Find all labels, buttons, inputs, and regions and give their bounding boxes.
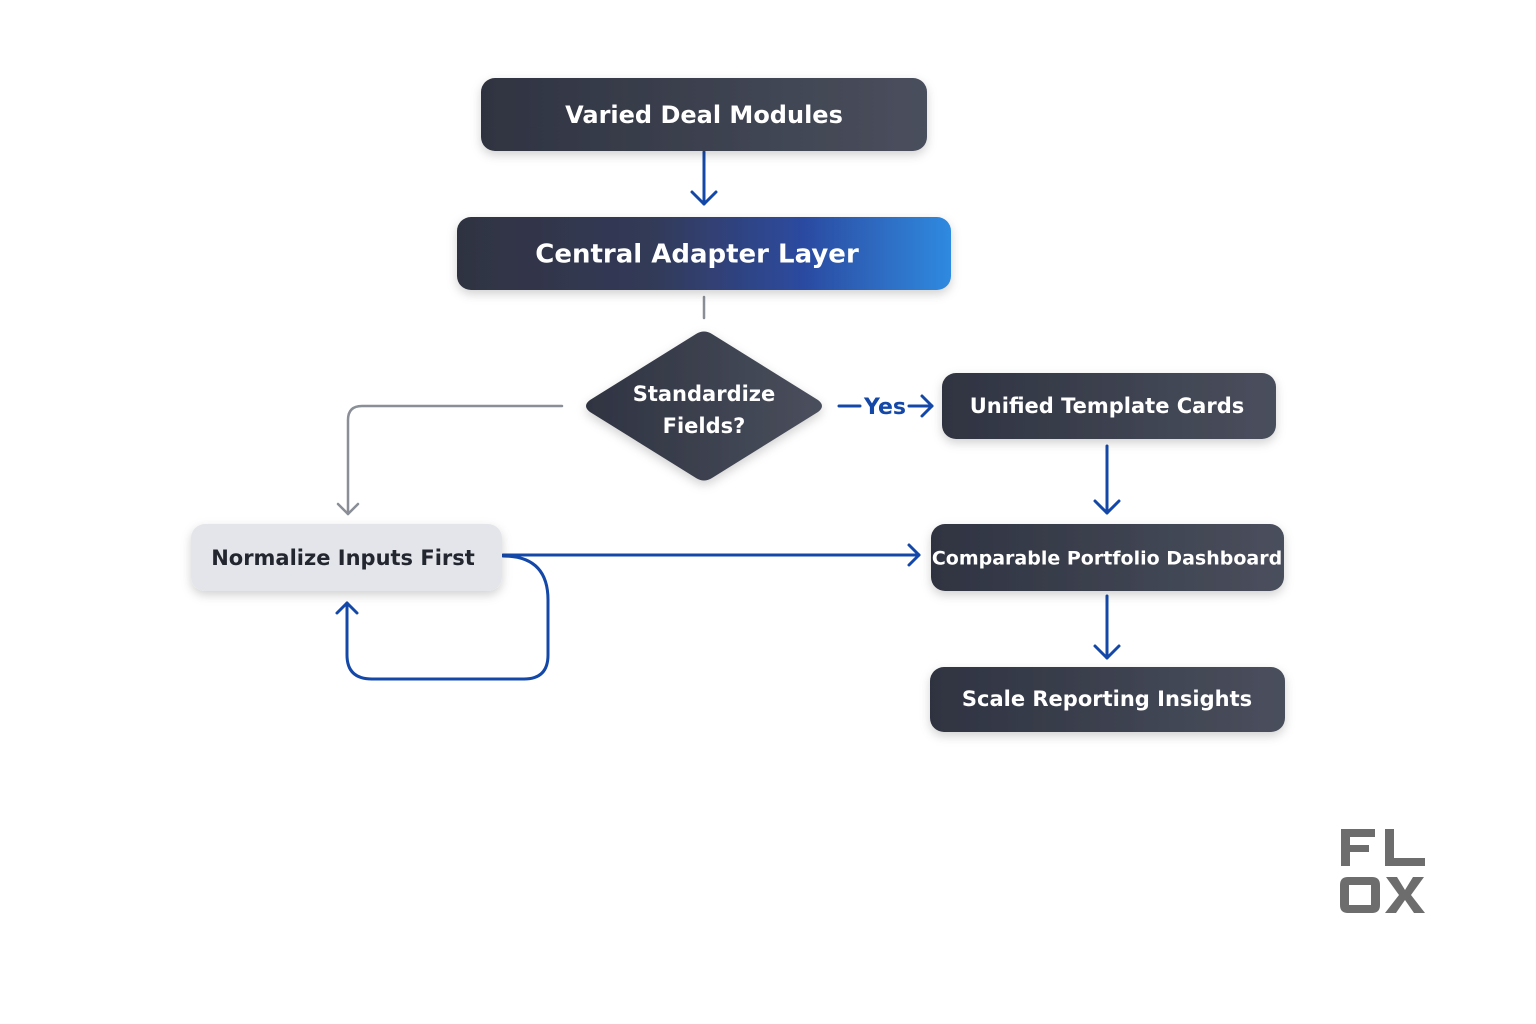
- node-label: Normalize Inputs First: [211, 546, 475, 570]
- node-comparable-portfolio-dashboard[interactable]: Comparable Portfolio Dashboard: [931, 524, 1284, 591]
- loop-arrow-normalize: [335, 554, 550, 681]
- decision-label-line1: Standardize: [633, 382, 776, 406]
- decision-standardize-fields[interactable]: Standardize Fields?: [586, 331, 822, 481]
- node-label: Comparable Portfolio Dashboard: [932, 548, 1282, 570]
- arrow-modules-to-adapter: [690, 150, 718, 206]
- node-central-adapter-layer[interactable]: Central Adapter Layer: [457, 217, 951, 290]
- flox-logo: [1340, 829, 1425, 913]
- node-label: Varied Deal Modules: [565, 101, 843, 129]
- node-unified-template-cards[interactable]: Unified Template Cards: [942, 373, 1276, 439]
- arrow-yes-to-unified: [837, 394, 934, 418]
- node-label: Central Adapter Layer: [535, 240, 859, 270]
- yes-edge-label: Yes: [863, 395, 906, 420]
- node-normalize-inputs-first[interactable]: Normalize Inputs First: [191, 524, 502, 591]
- node-scale-reporting-insights[interactable]: Scale Reporting Insights: [930, 667, 1285, 732]
- node-label: Unified Template Cards: [970, 394, 1244, 418]
- node-label: Scale Reporting Insights: [962, 687, 1252, 711]
- decision-label-line2: Fields?: [663, 414, 746, 438]
- arrow-unified-to-dashboard: [1093, 444, 1121, 515]
- arrow-normalize-to-dashboard: [501, 543, 921, 567]
- arrow-dashboard-to-insights: [1093, 594, 1121, 660]
- node-varied-deal-modules[interactable]: Varied Deal Modules: [481, 78, 927, 151]
- arrow-decision-no-to-normalize: [336, 404, 564, 516]
